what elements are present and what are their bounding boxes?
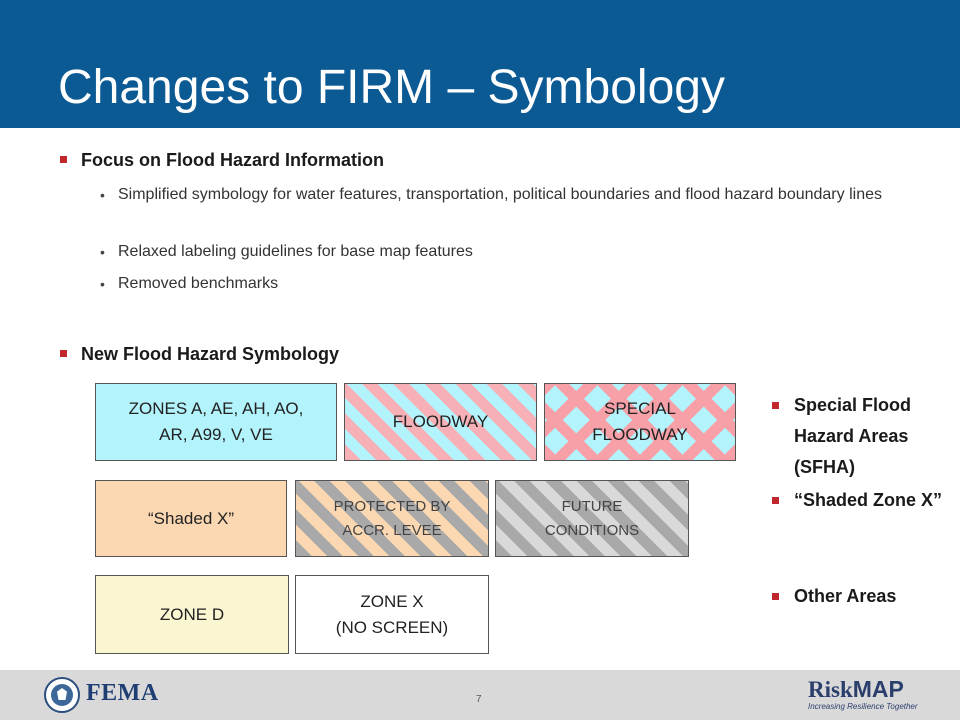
riskmap-logo: RiskMAP (808, 676, 904, 703)
dot-bullet-icon: • (100, 276, 105, 292)
future-conditions-swatch: FUTURE CONDITIONS (495, 480, 689, 557)
list-item-text: Simplified symbology for water features,… (118, 186, 882, 203)
dot-bullet-icon: • (100, 244, 105, 260)
dot-bullet-icon: • (100, 187, 105, 203)
swatch-label-line: SPECIAL (604, 399, 676, 418)
dhs-seal-icon (44, 677, 80, 713)
swatch-label-line: FUTURE (561, 497, 623, 515)
swatch-label-line: PROTECTED BY (333, 497, 451, 515)
title-bar (0, 0, 960, 128)
fema-logo: FEMA (86, 680, 159, 706)
legend-item-text: Other Areas (794, 586, 897, 606)
swatch-label-line: AR, A99, V, VE (159, 425, 273, 444)
swatch-label-line: (NO SCREEN) (335, 617, 449, 637)
square-bullet-icon (772, 402, 779, 409)
swatch-label-line: ZONE X (360, 591, 424, 611)
special-floodway-swatch: SPECIAL FLOODWAY (544, 383, 736, 461)
riskmap-logo-part2: MAP (852, 676, 904, 702)
swatch-label-line: FLOODWAY (592, 425, 688, 444)
slide-title: Changes to FIRM – Symbology (58, 61, 725, 114)
zone-d-swatch: ZONE D (95, 575, 289, 654)
riskmap-tagline: Increasing Resilience Together (808, 702, 918, 711)
square-bullet-icon (60, 155, 67, 163)
footer-bar (0, 670, 960, 720)
list-item: • Simplified symbology for water feature… (100, 182, 900, 208)
list-item: • Relaxed labeling guidelines for base m… (100, 239, 900, 265)
swatch-label: FLOODWAY (392, 412, 489, 431)
section-heading-symbology-label: New Flood Hazard Symbology (81, 344, 340, 364)
section-heading-symbology: New Flood Hazard Symbology (60, 344, 339, 365)
swatch-label-line: CONDITIONS (544, 521, 640, 539)
zones-a-swatch: ZONES A, AE, AH, AO, AR, A99, V, VE (95, 383, 337, 461)
legend-item-text: Special Flood Hazard Areas (SFHA) (794, 395, 912, 477)
zone-x-swatch: ZONE X (NO SCREEN) (295, 575, 489, 654)
swatch-label: ZONE D (159, 604, 225, 624)
section-heading-focus: Focus on Flood Hazard Information (60, 150, 384, 171)
square-bullet-icon (772, 593, 779, 600)
legend-item-sfha: Special Flood Hazard Areas (SFHA) (772, 390, 952, 483)
square-bullet-icon (60, 349, 67, 357)
list-item-text: Relaxed labeling guidelines for base map… (118, 243, 473, 260)
riskmap-logo-part1: Risk (808, 677, 853, 702)
page-number: 7 (476, 694, 482, 705)
legend-item-other: Other Areas (772, 581, 952, 612)
protected-levee-swatch: PROTECTED BY ACCR. LEVEE (295, 480, 489, 557)
swatch-label: “Shaded X” (148, 508, 234, 528)
legend-item-shaded-x: “Shaded Zone X” (772, 485, 957, 516)
swatch-label-line: ZONES A, AE, AH, AO, (128, 399, 304, 418)
legend-item-text: “Shaded Zone X” (794, 490, 943, 510)
shaded-x-swatch: “Shaded X” (95, 480, 287, 557)
floodway-swatch: FLOODWAY (344, 383, 537, 461)
section-heading-focus-label: Focus on Flood Hazard Information (81, 150, 384, 170)
swatch-label-line: ACCR. LEVEE (342, 521, 442, 539)
square-bullet-icon (772, 497, 779, 504)
list-item: • Removed benchmarks (100, 271, 900, 297)
list-item-text: Removed benchmarks (118, 275, 279, 292)
